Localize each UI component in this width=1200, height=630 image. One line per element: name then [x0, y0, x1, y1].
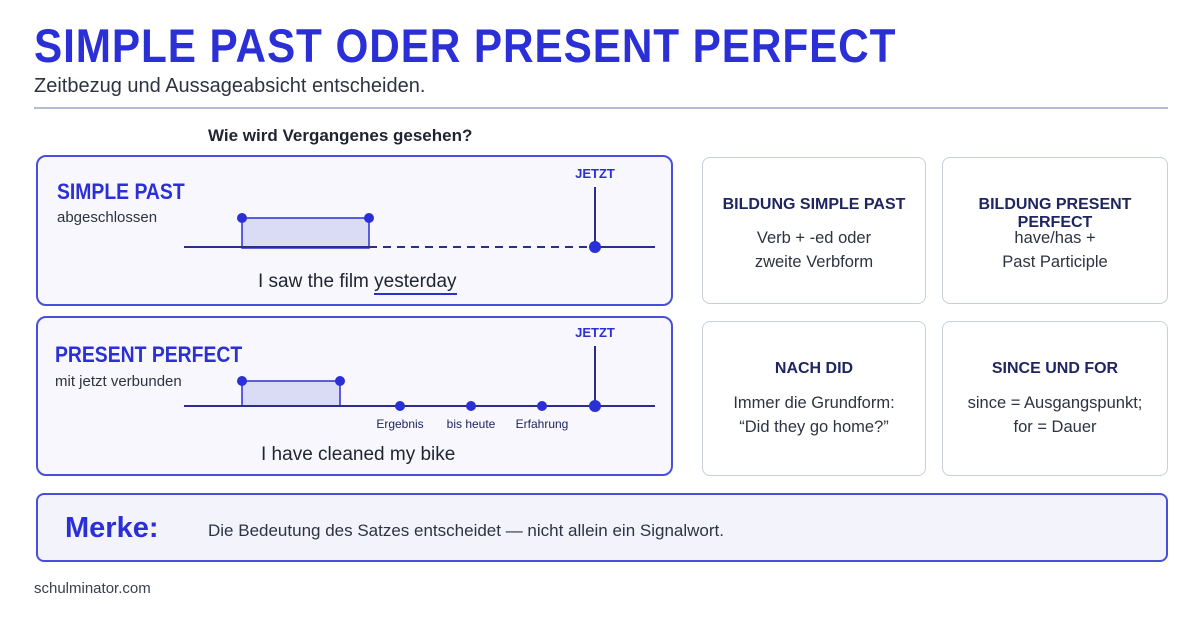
- merke-label: Merke:: [65, 512, 159, 544]
- card-line: zweite Verbform: [754, 253, 874, 271]
- marker-erfahrung-label: Erfahrung: [516, 417, 569, 431]
- marker-bis-heute-dot: [466, 401, 476, 411]
- signal-word-yesterday: yesterday: [374, 271, 457, 295]
- present-perfect-timeline: JETZT Ergebnis bis heute Erfahrung: [184, 325, 655, 431]
- present-perfect-end-dot: [335, 376, 345, 386]
- present-perfect-start-dot: [237, 376, 247, 386]
- card-heading: SINCE UND FOR: [991, 360, 1119, 377]
- simple-past-start-dot: [237, 213, 247, 223]
- page-title: SIMPLE PAST ODER PRESENT PERFECT: [34, 19, 897, 72]
- simple-past-example-text: I saw the film: [258, 271, 375, 292]
- present-perfect-event-span: [241, 380, 341, 407]
- simple-past-now-dot: [589, 241, 601, 253]
- marker-erfahrung-dot: [537, 401, 547, 411]
- marker-ergebnis-label: Ergebnis: [376, 417, 423, 431]
- merke-box: Merke: Die Bedeutung des Satzes entschei…: [36, 493, 1168, 562]
- card-heading: BILDUNG SIMPLE PAST: [722, 196, 906, 213]
- card-body: Immer die Grundform: “Did they go home?”: [703, 391, 925, 439]
- simple-past-description: abgeschlossen: [57, 209, 158, 226]
- simple-past-end-dot: [364, 213, 374, 223]
- card-bildung-simple-past: BILDUNG SIMPLE PAST Verb + -ed oder zwei…: [702, 157, 926, 304]
- card-line: Verb + -ed oder: [756, 229, 872, 247]
- card-body: since = Ausgangspunkt; for = Dauer: [943, 391, 1167, 439]
- present-perfect-now-label: JETZT: [575, 325, 615, 340]
- card-line: Past Participle: [1002, 253, 1108, 271]
- present-perfect-panel: PRESENT PERFECT mit jetzt verbunden JETZ…: [36, 316, 673, 476]
- present-perfect-now-dot: [589, 400, 601, 412]
- card-line: have/has +: [1014, 229, 1096, 247]
- header-divider: [34, 107, 1168, 109]
- simple-past-title: SIMPLE PAST: [57, 179, 185, 204]
- card-nach-did: NACH DID Immer die Grundform: “Did they …: [702, 321, 926, 476]
- marker-bis-heute-label: bis heute: [447, 417, 496, 431]
- simple-past-panel: SIMPLE PAST abgeschlossen JETZT I saw th…: [36, 155, 673, 306]
- present-perfect-description: mit jetzt verbunden: [55, 373, 182, 390]
- card-bildung-present-perfect: BILDUNG PRESENT PERFECT have/has + Past …: [942, 157, 1168, 304]
- simple-past-example: I saw the film yesterday: [258, 271, 457, 295]
- card-since-und-for: SINCE UND FOR since = Ausgangspunkt; for…: [942, 321, 1168, 476]
- card-heading: BILDUNG PRESENT PERFECT: [978, 196, 1132, 231]
- card-line: for = Dauer: [1013, 418, 1097, 436]
- marker-ergebnis-dot: [395, 401, 405, 411]
- section-heading: Wie wird Vergangenes gesehen?: [208, 126, 473, 145]
- card-line: “Did they go home?”: [739, 418, 889, 436]
- simple-past-event-span: [241, 217, 370, 249]
- card-line: since = Ausgangspunkt;: [967, 394, 1143, 412]
- footer-source: schulminator.com: [34, 580, 151, 597]
- card-line: Immer die Grundform:: [733, 394, 895, 412]
- merke-text: Die Bedeutung des Satzes entscheidet — n…: [208, 521, 724, 540]
- page-subtitle: Zeitbezug und Aussageabsicht entscheiden…: [34, 75, 426, 97]
- card-heading: NACH DID: [774, 360, 854, 377]
- card-body: have/has + Past Participle: [943, 226, 1167, 274]
- simple-past-timeline: JETZT: [184, 166, 655, 253]
- simple-past-now-label: JETZT: [575, 166, 615, 181]
- present-perfect-example: I have cleaned my bike: [261, 444, 456, 465]
- present-perfect-title: PRESENT PERFECT: [55, 342, 243, 367]
- card-body: Verb + -ed oder zweite Verbform: [703, 226, 925, 274]
